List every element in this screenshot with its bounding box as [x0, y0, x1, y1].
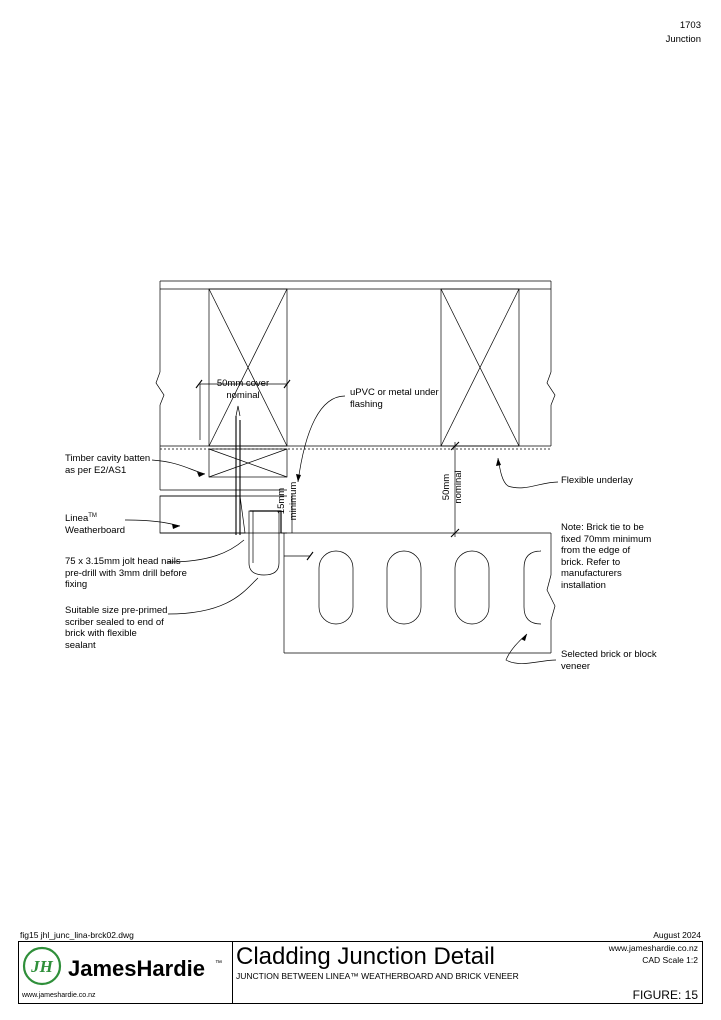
veneer-label: Selected brick or block veneer	[561, 649, 657, 672]
scriber-label-line-3: brick with flexible	[65, 628, 137, 639]
flashing-label: uPVC or metal under flashing	[350, 387, 439, 410]
veneer-label-line-2: veneer	[561, 660, 591, 672]
brick-tie-line-2: fixed 70mm minimum	[561, 533, 652, 545]
weatherboard-label-line-2: Weatherboard	[65, 524, 126, 536]
website-right[interactable]: www.jameshardie.co.nz	[608, 943, 698, 953]
sheet-number: 1703	[679, 20, 701, 31]
veneer-label-line-1: Selected brick or block	[561, 649, 657, 660]
scriber-label: Suitable size pre-primed scriber sealed …	[65, 605, 167, 651]
drawing-title: Cladding Junction Detail	[236, 943, 495, 970]
cavity-50-line-2: nominal	[452, 470, 464, 504]
brand-mark: JH	[30, 957, 54, 976]
scriber-label-line-2: scriber sealed to end of	[65, 616, 164, 628]
brand-logo-graphic: JH JamesHardie ™	[22, 946, 222, 986]
flashing-label-line-1: uPVC or metal under	[350, 387, 439, 398]
gap-15-label: 15mm minimum	[276, 481, 299, 521]
brick-tie-line-3: from the edge of	[561, 545, 631, 556]
drawing-subtitle: JUNCTION BETWEEN LINEA™ WEATHERBOARD AND…	[236, 971, 519, 981]
website-left[interactable]: www.jameshardie.co.nz	[22, 992, 96, 999]
figure-number: FIGURE: 15	[632, 988, 698, 1002]
batten-label-line-1: Timber cavity batten	[65, 453, 151, 464]
weatherboard-tm: TM	[88, 513, 97, 519]
brick-tie-line-1: Note: Brick tie to be	[561, 522, 644, 533]
nails-label-line-2: pre-drill with 3mm drill before	[65, 567, 187, 579]
brick-tie-line-4: brick. Refer to	[561, 556, 621, 568]
weatherboard-label: LineaTM Weatherboard	[65, 511, 125, 536]
cavity-50-label: 50mm nominal	[441, 467, 464, 507]
file-name: fig15 jhl_junc_lina-brck02.dwg	[20, 930, 134, 940]
cover-label-line-1: 50mm cover	[216, 378, 270, 389]
section-name: Junction	[665, 34, 701, 45]
cover-label-line-2: nominal	[226, 389, 260, 401]
scriber-label-line-1: Suitable size pre-primed	[65, 605, 168, 616]
cad-scale: CAD Scale 1:2	[642, 955, 698, 965]
brand-name: JamesHardie	[68, 956, 205, 981]
brand-tm: ™	[215, 960, 222, 967]
weatherboard-brand: Linea	[65, 513, 89, 525]
scriber-label-line-4: sealant	[65, 639, 96, 651]
flashing-label-line-2: flashing	[350, 398, 383, 410]
brand-logo: JH JamesHardie ™	[22, 945, 222, 986]
gap-15-line-1: 15mm	[276, 487, 287, 515]
nails-label-line-3: fixing	[65, 579, 88, 590]
batten-label: Timber cavity batten as per E2/AS1	[65, 453, 150, 476]
cavity-50-line-1: 50mm	[441, 473, 452, 501]
brick-tie-note: Note: Brick tie to be fixed 70mm minimum…	[561, 522, 651, 591]
nails-label: 75 x 3.15mm jolt head nails pre-drill wi…	[65, 556, 187, 591]
issue-date: August 2024	[653, 930, 701, 940]
gap-15-line-2: minimum	[287, 481, 299, 521]
batten-label-line-2: as per E2/AS1	[65, 464, 127, 476]
brick-tie-line-5: manufacturers	[561, 568, 622, 579]
underlay-label: Flexible underlay	[561, 475, 633, 486]
brick-tie-line-6: installation	[561, 579, 606, 591]
title-block-divider	[232, 942, 233, 1003]
cover-label: 50mm cover nominal	[215, 378, 271, 401]
title-block: JH JamesHardie ™ www.jameshardie.co.nz C…	[18, 941, 703, 1004]
nails-label-line-1: 75 x 3.15mm jolt head nails	[65, 556, 181, 567]
